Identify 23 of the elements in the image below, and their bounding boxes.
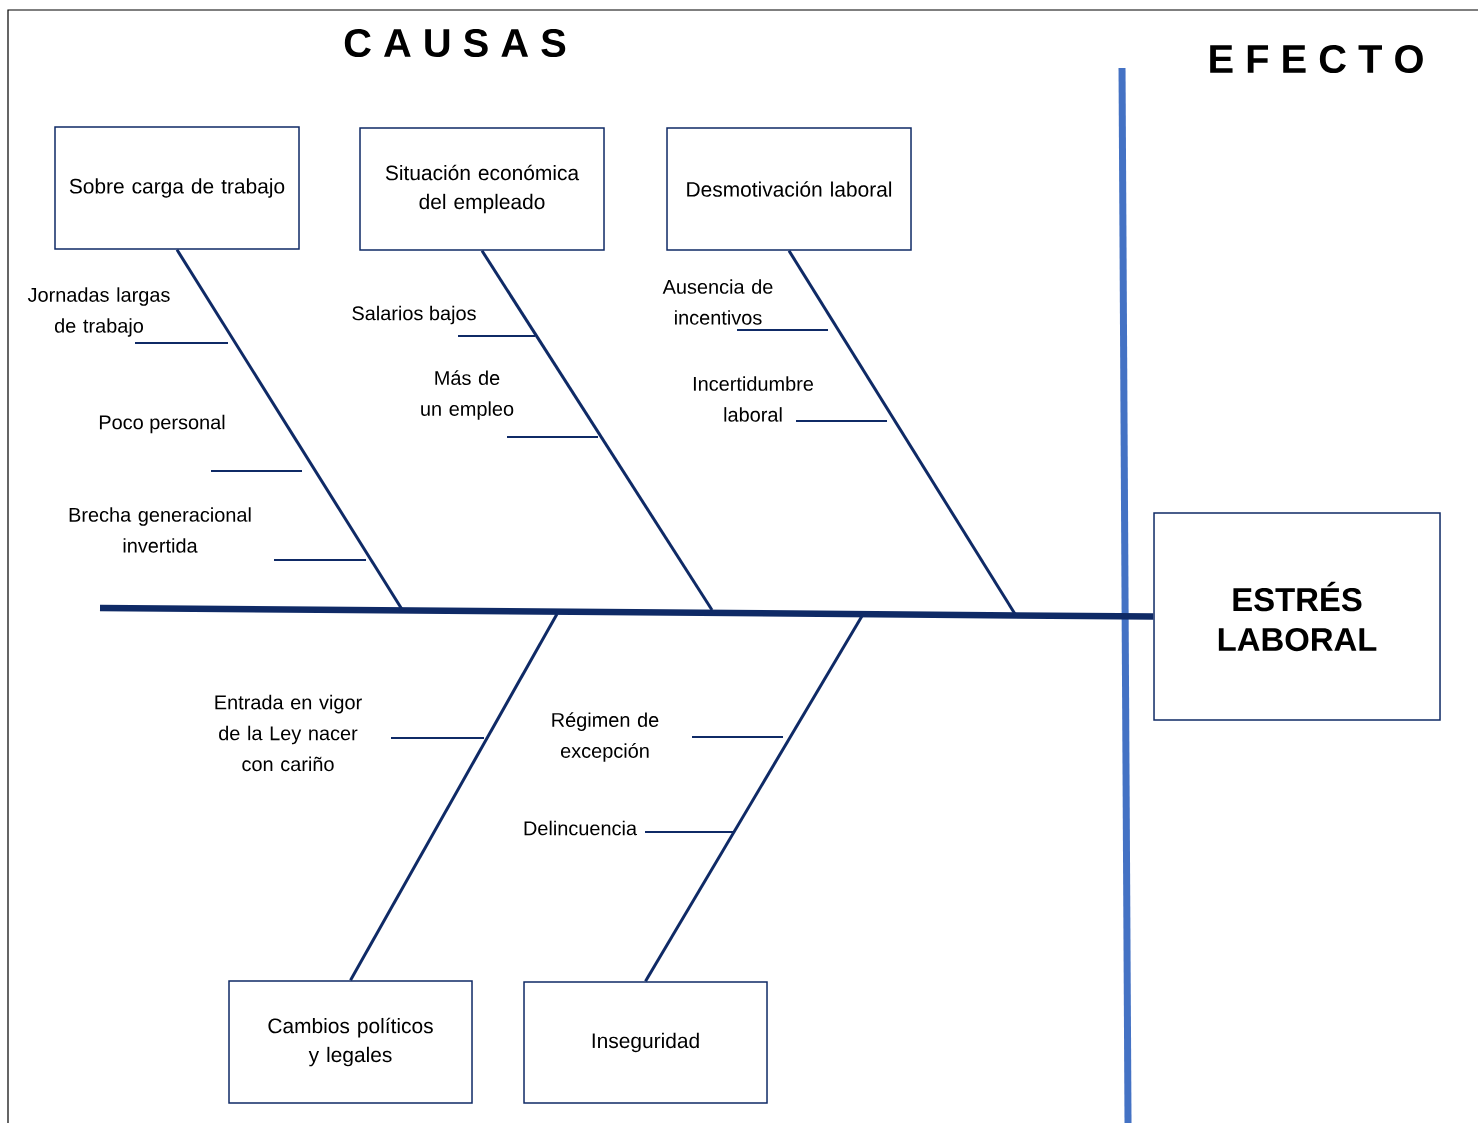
heading: E F E C T O <box>1210 44 1423 74</box>
effect-box: ESTRÉS LABORAL <box>1153 512 1441 721</box>
bone-line <box>787 249 1017 615</box>
cause-label: Más de un empleo <box>421 370 514 420</box>
cause-label: Régimen de excepción <box>552 712 659 762</box>
cause-label: Brecha generacional invertida <box>69 507 251 553</box>
bone-line <box>644 615 864 983</box>
cause-label: Incertidumbre laboral <box>693 376 813 422</box>
cause-label: Poco personal <box>99 414 225 434</box>
cause-box: Inseguridad <box>523 981 768 1104</box>
heading: C A U S A S <box>344 28 566 58</box>
cause-label: Ausencia de incentivos <box>662 279 773 325</box>
spine-line <box>99 604 1154 620</box>
bone-line <box>349 613 559 981</box>
cause-label: Jornadas largas de trabajo <box>27 287 170 337</box>
bone-line <box>480 249 714 611</box>
cause-label: Salarios bajos <box>352 305 476 325</box>
cause-label: Delincuencia <box>524 820 637 836</box>
cause-box: Sobre carga de trabajo <box>54 126 300 250</box>
cause-box: Cambios políticos y legales <box>228 980 473 1104</box>
cause-label: Entrada en vigor de la Ley nacer con cariño <box>215 694 362 772</box>
cause-box: Situación económica del empleado <box>359 127 605 251</box>
cause-box: Desmotivación laboral <box>666 127 912 251</box>
